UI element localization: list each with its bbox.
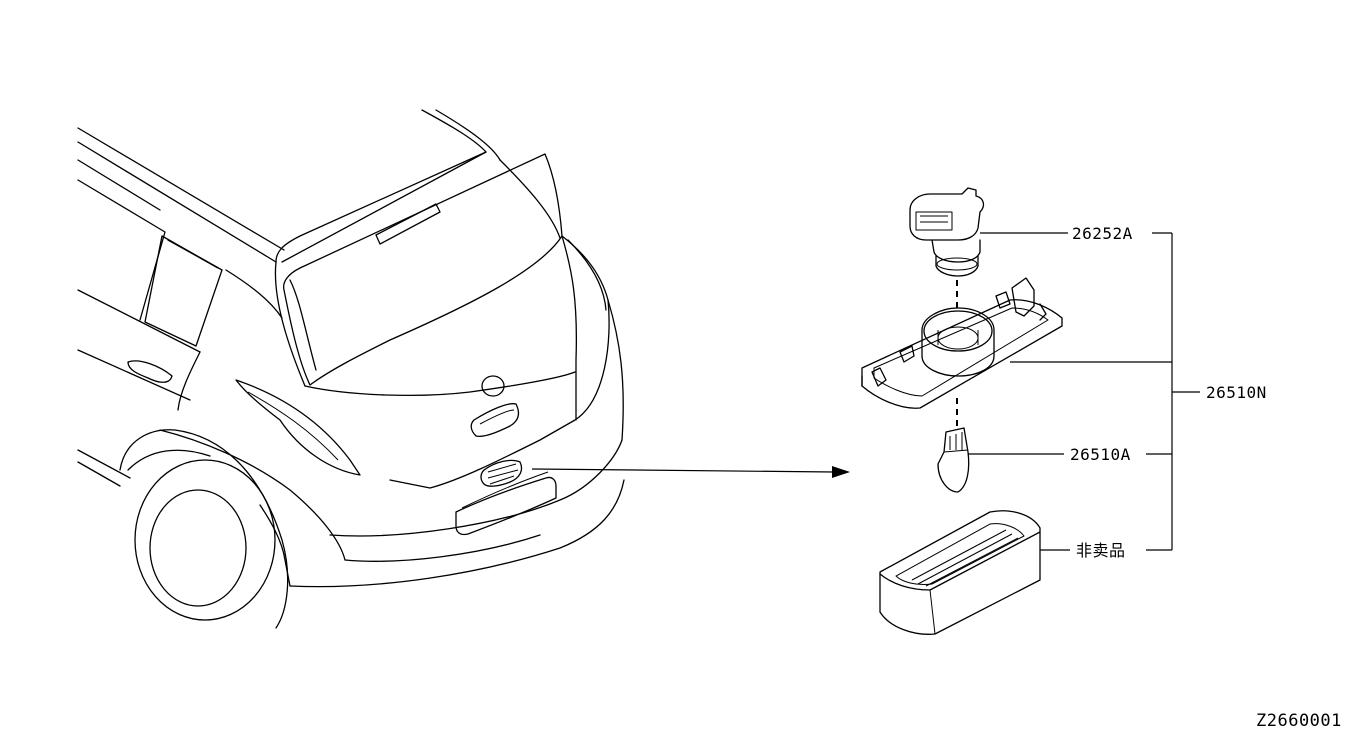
socket-part <box>909 187 985 277</box>
leader-lines <box>968 232 1200 551</box>
part-label-lens: 非卖品 <box>1076 541 1126 560</box>
bulb-part <box>937 427 970 493</box>
car-rear-illustration <box>77 109 625 629</box>
lens-part <box>879 510 1041 635</box>
diagram-code: Z2660001 <box>1256 711 1342 731</box>
pointer-arrow <box>531 466 850 478</box>
part-label-bulb: 26510A <box>1070 445 1131 464</box>
part-label-socket: 26252A <box>1072 224 1133 243</box>
part-label-lamp-assembly: 26510N <box>1206 383 1267 402</box>
lamp-housing-part <box>861 277 1063 409</box>
